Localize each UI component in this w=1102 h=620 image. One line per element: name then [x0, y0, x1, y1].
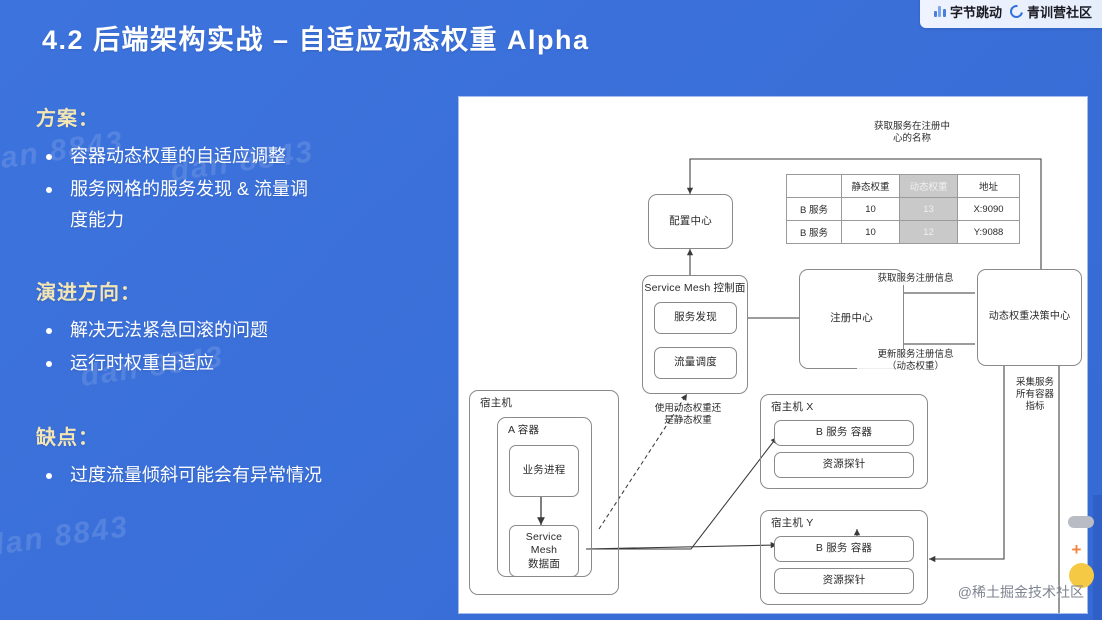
- list-item: 解决无法紧急回滚的问题: [36, 315, 436, 346]
- list-item: 容器动态权重的自适应调整: [36, 141, 436, 172]
- edge-label-get-registry-info: 获取服务注册信息: [857, 273, 974, 285]
- table-cell: B 服务: [786, 197, 842, 221]
- table-header-row: 静态权重 动态权重 地址: [786, 174, 1020, 198]
- weight-table: 静态权重 动态权重 地址 B 服务 10 13 X:9090 B 服务 10: [786, 174, 1020, 244]
- edge-label-update-registry-info: 更新服务注册信息 （动态权重）: [857, 349, 974, 373]
- page-title: 4.2 后端架构实战 – 自适应动态权重 Alpha: [42, 25, 590, 55]
- table-cell: Y:9088: [957, 220, 1020, 244]
- left-content-column: 方案： 容器动态权重的自适应调整 服务网格的服务发现 & 流量调 度能力 演进方…: [36, 102, 436, 493]
- brand-community: 青训营社区: [1007, 1, 1092, 21]
- architecture-diagram: 获取服务在注册中 心的名称 静态权重 动态权重 地址 B 服务 10 13: [459, 97, 1087, 613]
- section-heading-evolution: 演进方向：: [36, 282, 141, 304]
- edge-label-get-service-name: 获取服务在注册中 心的名称: [851, 121, 973, 145]
- architecture-diagram-panel: 获取服务在注册中 心的名称 静态权重 动态权重 地址 B 服务 10 13: [459, 97, 1087, 613]
- node-config-center: 配置中心: [648, 194, 733, 249]
- bars-icon: [933, 5, 946, 17]
- watermark-text: dan 8843: [0, 510, 131, 563]
- table-cell-dynamic-weight: 12: [899, 220, 958, 244]
- node-host-x-label: 宿主机 X: [771, 401, 814, 413]
- node-service-discovery: 服务发现: [654, 302, 737, 334]
- table-row: B 服务 10 12 Y:9088: [786, 220, 1020, 244]
- decor-rounded-rect: [1068, 516, 1094, 528]
- brand-bytedance: 字节跳动: [933, 2, 1002, 21]
- ring-icon: [1007, 1, 1026, 21]
- table-cell: 10: [841, 197, 900, 221]
- table-header-cell: 静态权重: [841, 174, 900, 198]
- bullet-list-drawback: 过度流量倾斜可能会有异常情况: [36, 460, 436, 491]
- node-traffic-schedule: 流量调度: [654, 347, 737, 379]
- list-item: 过度流量倾斜可能会有异常情况: [36, 460, 436, 491]
- node-host-y-probe: 资源探针: [774, 568, 914, 594]
- brand-bytedance-label: 字节跳动: [949, 4, 1002, 20]
- node-mesh-control-plane: Service Mesh 控制面: [642, 275, 748, 394]
- table-header-cell: 地址: [957, 174, 1020, 198]
- node-mesh-control-plane-label: Service Mesh 控制面: [644, 282, 746, 294]
- decor-circle: [1069, 563, 1094, 588]
- brand-bar: 字节跳动 青训营社区: [919, 0, 1102, 28]
- node-mesh-data-plane: Service Mesh 数据面: [509, 525, 579, 577]
- node-host-y-container: B 服务 容器: [774, 536, 914, 562]
- node-host-y: 宿主机 Y: [760, 510, 928, 605]
- table-cell: X:9090: [957, 197, 1020, 221]
- section-heading-drawback: 缺点：: [36, 427, 99, 449]
- table-cell: 10: [841, 220, 900, 244]
- table-row: B 服务 10 13 X:9090: [786, 197, 1020, 221]
- table-cell-dynamic-weight: 13: [899, 197, 958, 221]
- table-cell: B 服务: [786, 220, 842, 244]
- list-item: 服务网格的服务发现 & 流量调 度能力: [36, 174, 436, 236]
- credit-watermark: @稀土掘金技术社区: [958, 582, 1084, 602]
- list-item: 运行时权重自适应: [36, 348, 436, 379]
- node-host-y-label: 宿主机 Y: [771, 517, 814, 529]
- bullet-list-solution: 容器动态权重的自适应调整 服务网格的服务发现 & 流量调 度能力: [36, 141, 436, 236]
- node-weight-decision-center: 动态权重决策中心: [977, 269, 1082, 366]
- node-host-label: 宿主机: [480, 397, 513, 409]
- node-host-x-probe: 资源探针: [774, 452, 914, 478]
- node-business-process: 业务进程: [509, 445, 579, 497]
- credit-label: @稀土掘金技术社区: [957, 584, 1084, 600]
- plus-icon: +: [1071, 540, 1082, 559]
- node-container-a-label: A 容器: [508, 424, 540, 436]
- bullet-list-evolution: 解决无法紧急回滚的问题 运行时权重自适应: [36, 315, 436, 379]
- node-host-x-container: B 服务 容器: [774, 420, 914, 446]
- edge-label-use-dynamic-or-static: 使用动态权重还 是静态权重: [654, 403, 722, 426]
- table-header-cell: [786, 174, 842, 198]
- decor-blue-bar: [1093, 495, 1102, 620]
- brand-community-label: 青训营社区: [1026, 4, 1092, 20]
- diagram-connectors: [537, 158, 1060, 613]
- node-host-x: 宿主机 X: [760, 394, 928, 489]
- table-header-cell-dynamic-weight: 动态权重: [899, 174, 958, 198]
- node-host: 宿主机: [469, 390, 619, 595]
- edge-label-collect-metrics: 采集服务 所有容器 指标: [1015, 377, 1054, 412]
- section-heading-solution: 方案：: [36, 108, 99, 130]
